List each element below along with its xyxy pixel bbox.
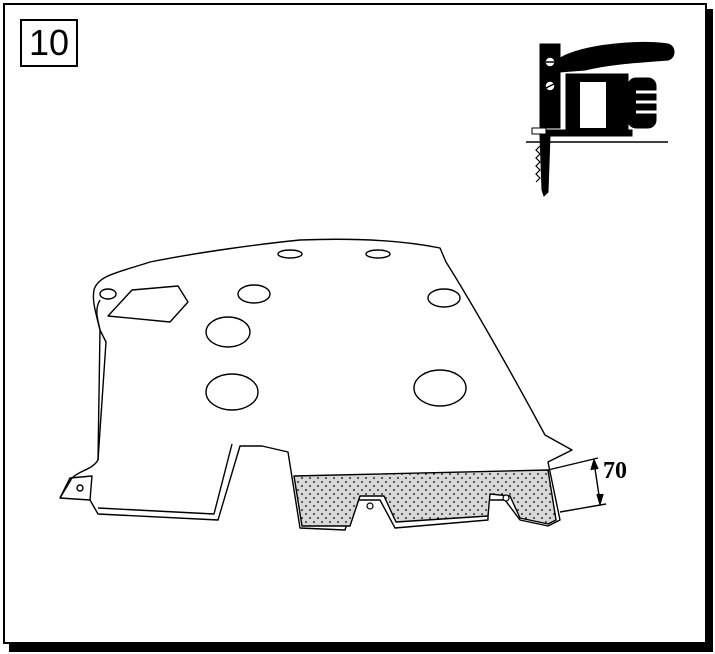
step-number-box: 10 — [20, 19, 78, 67]
cut-area — [293, 469, 557, 527]
mounting-holes — [366, 494, 510, 510]
dimension-line — [547, 457, 607, 513]
jigsaw-icon — [526, 42, 675, 197]
underbody-panel — [59, 238, 573, 531]
dimension-value: 70 — [603, 458, 627, 484]
step-number: 10 — [28, 22, 70, 63]
